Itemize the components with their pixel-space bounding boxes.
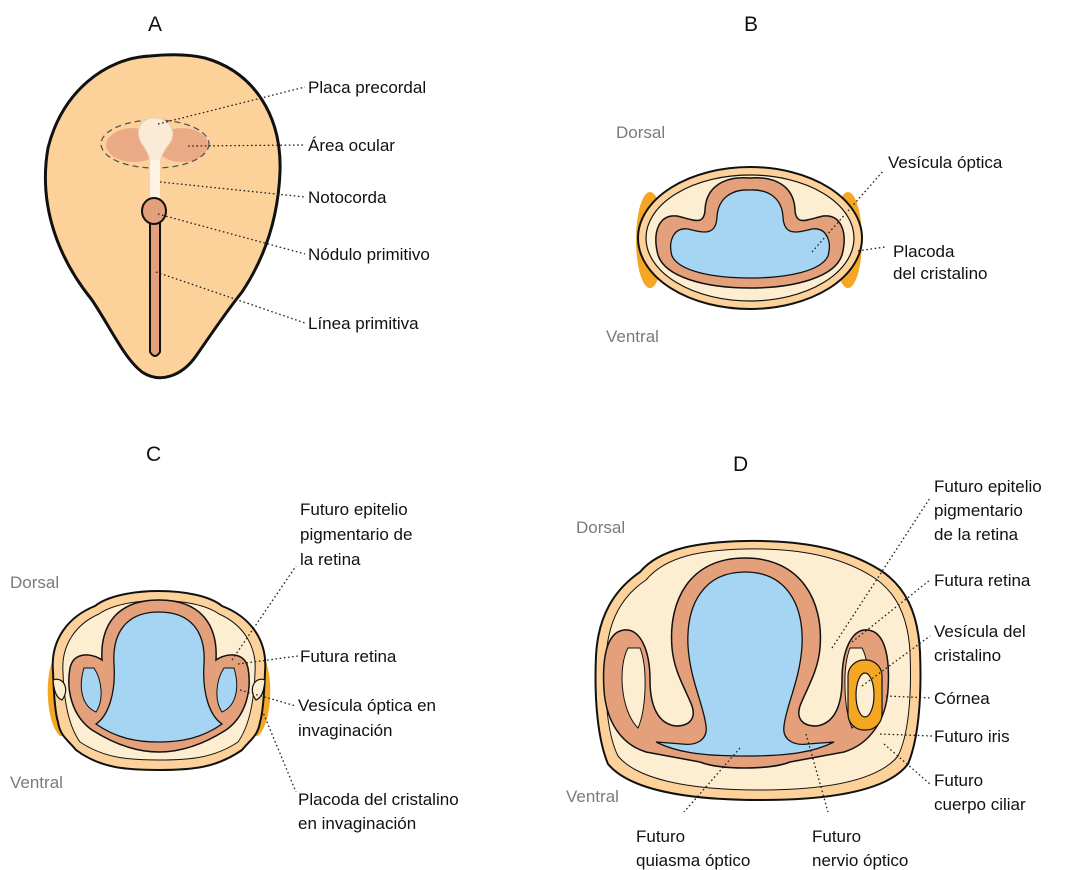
panel-b: B Dorsal Ventral Vesícula óptica Placoda…	[606, 13, 1003, 346]
c-label-retina: Futura retina	[300, 647, 397, 666]
b-leader-placoda	[858, 247, 885, 251]
panel-c-letter: C	[146, 443, 161, 466]
d-label-epitelio-1: Futuro epitelio	[934, 477, 1042, 496]
b-label-placoda-1: Placoda	[893, 242, 955, 261]
c-label-epitelio-2: pigmentario de	[300, 525, 412, 544]
c-label-vesicula-1: Vesícula óptica en	[298, 696, 436, 715]
d-label-cornea: Córnea	[934, 689, 990, 708]
label-placa-precordal: Placa precordal	[308, 78, 426, 97]
b-label-vesicula-optica: Vesícula óptica	[888, 153, 1003, 172]
panel-d: D Dorsal Ventral Futuro epitelio pigment…	[566, 453, 1042, 870]
primitive-streak	[150, 214, 160, 356]
d-label-iris: Futuro iris	[934, 727, 1010, 746]
c-ventral-label: Ventral	[10, 773, 63, 792]
label-area-ocular: Área ocular	[308, 136, 395, 155]
d-label-cuerpo-2: cuerpo ciliar	[934, 795, 1026, 814]
panel-d-letter: D	[733, 453, 748, 476]
d-label-quiasma-2: quiasma óptico	[636, 851, 750, 870]
d-label-quiasma-1: Futuro	[636, 827, 685, 846]
c-label-placoda-2: en invaginación	[298, 814, 416, 833]
d-label-nervio-1: Futuro	[812, 827, 861, 846]
label-nodulo-primitivo: Nódulo primitivo	[308, 245, 430, 264]
panel-c: C Dorsal Ventral Futuro epitelio pigment…	[10, 443, 459, 833]
d-label-retina: Futura retina	[934, 571, 1031, 590]
d-label-nervio-2: nervio óptico	[812, 851, 908, 870]
b-ventral-label: Ventral	[606, 327, 659, 346]
label-notocorda: Notocorda	[308, 188, 387, 207]
d-label-vesicula-1: Vesícula del	[934, 622, 1026, 641]
label-linea-primitiva: Línea primitiva	[308, 314, 419, 333]
c-label-placoda-1: Placoda del cristalino	[298, 790, 459, 809]
d-label-vesicula-2: cristalino	[934, 646, 1001, 665]
panel-a-letter: A	[148, 13, 162, 36]
d-ventral-label: Ventral	[566, 787, 619, 806]
d-label-cuerpo-1: Futuro	[934, 771, 983, 790]
c-dorsal-label: Dorsal	[10, 573, 59, 592]
panel-b-letter: B	[744, 13, 758, 36]
c-label-epitelio-1: Futuro epitelio	[300, 500, 408, 519]
b-label-placoda-2: del cristalino	[893, 264, 988, 283]
c-label-vesicula-2: invaginación	[298, 721, 393, 740]
primitive-node	[142, 198, 166, 224]
c-leader-placoda	[262, 710, 296, 792]
c-label-epitelio-3: la retina	[300, 550, 361, 569]
d-dorsal-label: Dorsal	[576, 518, 625, 537]
d-label-epitelio-2: pigmentario	[934, 501, 1023, 520]
c-leader-epitelio	[232, 566, 296, 660]
d-label-epitelio-3: de la retina	[934, 525, 1019, 544]
notochord	[150, 160, 160, 198]
d-right-lens	[856, 673, 874, 717]
panel-a: A Placa precordal Área ocular Notocorda …	[45, 13, 429, 378]
b-dorsal-label: Dorsal	[616, 123, 665, 142]
